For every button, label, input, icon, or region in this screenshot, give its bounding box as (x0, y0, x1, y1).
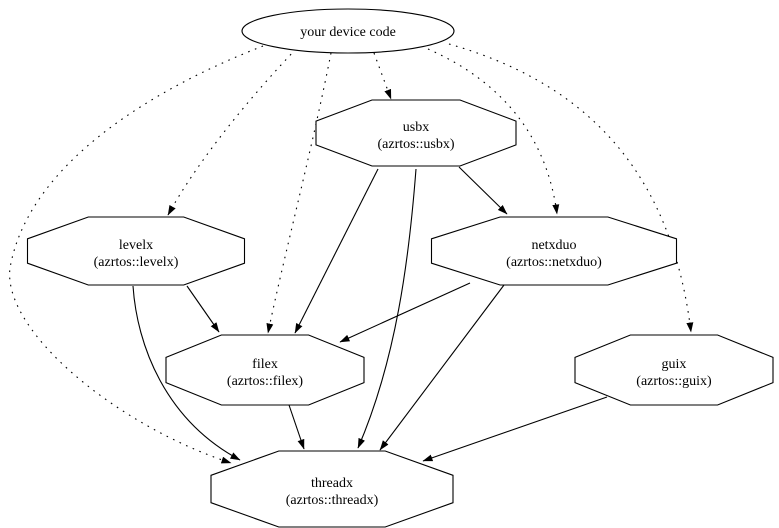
node-filex: filex(azrtos::filex) (165, 334, 365, 406)
node-guix-shape (574, 334, 774, 406)
edge-usbx-netxduo (458, 166, 508, 215)
node-device-shape (241, 8, 455, 54)
edge-usbx-filex (294, 168, 379, 334)
edge-levelx-threadx (132, 285, 241, 461)
node-threadx-shape (210, 450, 454, 528)
node-guix-sublabel: (azrtos::guix) (636, 374, 712, 389)
node-levelx: levelx(azrtos::levelx) (26, 216, 246, 286)
node-filex-label: filex (252, 357, 278, 372)
edge-netxduo-threadx (379, 284, 505, 451)
node-filex-shape (165, 334, 365, 406)
node-filex-sublabel: (azrtos::filex) (227, 374, 304, 389)
edge-device-guix (448, 43, 694, 333)
node-device: your device code (241, 8, 455, 54)
edge-filex-threadx (288, 404, 305, 450)
edge-guix-threadx (422, 396, 608, 462)
edge-usbx-threadx (357, 168, 417, 449)
edge-device-filex (266, 52, 332, 334)
node-netxduo-shape (430, 216, 678, 286)
node-usbx: usbx(azrtos::usbx) (315, 99, 517, 167)
node-usbx-shape (315, 99, 517, 167)
node-threadx-sublabel: (azrtos::threadx) (286, 493, 379, 508)
node-usbx-sublabel: (azrtos::usbx) (378, 137, 455, 152)
node-netxduo-sublabel: (azrtos::netxduo) (506, 255, 602, 270)
node-usbx-label: usbx (403, 120, 429, 135)
node-levelx-shape (26, 216, 246, 286)
node-threadx: threadx(azrtos::threadx) (210, 450, 454, 528)
node-netxduo: netxduo(azrtos::netxduo) (430, 216, 678, 286)
edge-netxduo-filex (339, 282, 471, 343)
node-guix-label: guix (662, 357, 687, 372)
edge-device-threadx (9, 45, 264, 464)
node-netxduo-label: netxduo (531, 238, 576, 253)
edge-device-levelx (167, 48, 297, 216)
node-levelx-label: levelx (119, 238, 153, 253)
node-threadx-label: threadx (311, 476, 353, 491)
node-levelx-sublabel: (azrtos::levelx) (94, 255, 179, 270)
node-device-label: your device code (300, 25, 396, 40)
edge-levelx-filex (186, 285, 220, 333)
node-guix: guix(azrtos::guix) (574, 334, 774, 406)
edge-device-usbx (373, 52, 392, 100)
